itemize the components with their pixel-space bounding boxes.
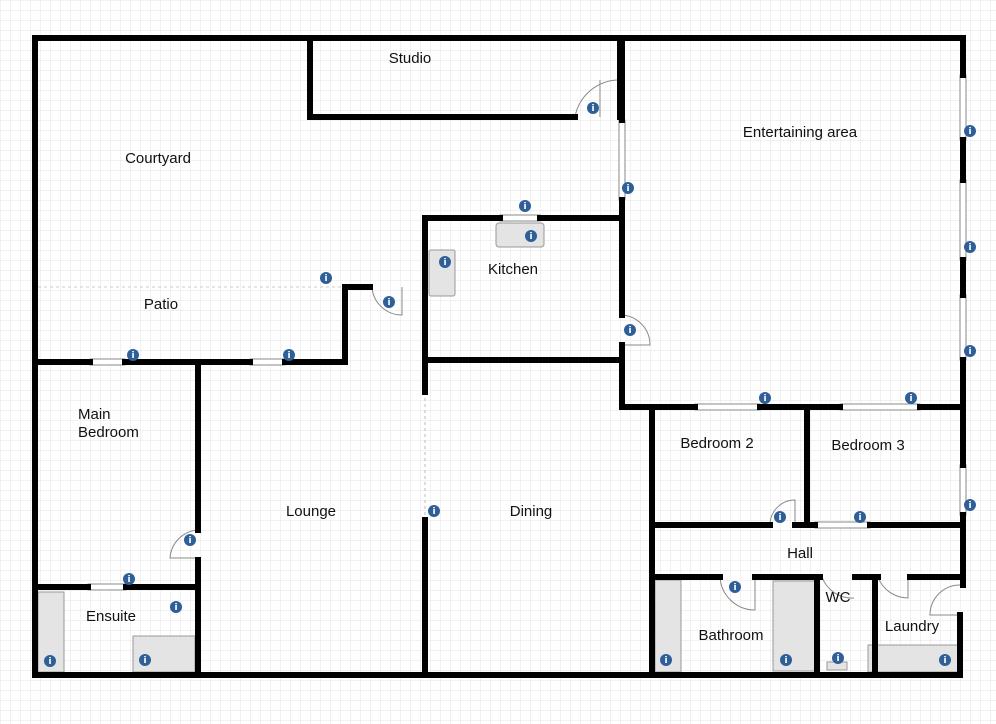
- svg-text:i: i: [48, 657, 51, 667]
- info-icon[interactable]: i: [283, 349, 295, 361]
- room-label-courtyard: Courtyard: [125, 150, 191, 167]
- info-icon[interactable]: i: [184, 534, 196, 546]
- svg-text:i: i: [733, 583, 736, 593]
- svg-text:i: i: [529, 232, 532, 242]
- doors: [38, 79, 961, 616]
- info-icon[interactable]: i: [439, 256, 451, 268]
- svg-text:i: i: [664, 656, 667, 666]
- svg-text:i: i: [858, 513, 861, 523]
- room-label-main-bedroom: Bedroom: [78, 424, 139, 441]
- svg-text:i: i: [591, 104, 594, 114]
- svg-text:i: i: [143, 656, 146, 666]
- info-icon[interactable]: i: [964, 125, 976, 137]
- info-icon[interactable]: i: [729, 581, 741, 593]
- room-label-patio: Patio: [144, 296, 178, 313]
- info-icon[interactable]: i: [759, 392, 771, 404]
- room-label-laundry: Laundry: [885, 618, 940, 635]
- room-label-bathroom: Bathroom: [698, 627, 763, 644]
- info-icon[interactable]: i: [939, 654, 951, 666]
- svg-text:i: i: [968, 243, 971, 253]
- svg-text:i: i: [188, 536, 191, 546]
- svg-text:i: i: [174, 603, 177, 613]
- info-icon[interactable]: i: [44, 655, 56, 667]
- svg-text:i: i: [968, 347, 971, 357]
- svg-text:i: i: [387, 298, 390, 308]
- svg-text:i: i: [324, 274, 327, 284]
- info-markers[interactable]: i i i i i i i i i i i i i i i i i i i i …: [44, 102, 976, 667]
- svg-text:i: i: [968, 127, 971, 137]
- info-icon[interactable]: i: [780, 654, 792, 666]
- info-icon[interactable]: i: [525, 230, 537, 242]
- svg-text:i: i: [626, 184, 629, 194]
- svg-text:i: i: [943, 656, 946, 666]
- svg-text:i: i: [131, 351, 134, 361]
- info-icon[interactable]: i: [170, 601, 182, 613]
- svg-text:i: i: [628, 326, 631, 336]
- svg-text:i: i: [763, 394, 766, 404]
- info-icon[interactable]: i: [964, 499, 976, 511]
- room-labels: Studio Entertaining area Courtyard Kitch…: [78, 50, 940, 644]
- bathtub: [132, 635, 196, 673]
- info-icon[interactable]: i: [624, 324, 636, 336]
- svg-text:i: i: [836, 654, 839, 664]
- room-label-main-bedroom: Main: [78, 406, 111, 423]
- svg-text:i: i: [432, 507, 435, 517]
- info-icon[interactable]: i: [123, 573, 135, 585]
- room-label-wc: WC: [826, 589, 851, 606]
- info-icon[interactable]: i: [428, 505, 440, 517]
- svg-text:i: i: [443, 258, 446, 268]
- info-icon[interactable]: i: [964, 345, 976, 357]
- shower: [772, 580, 816, 672]
- walls: [32, 35, 966, 678]
- room-label-hall: Hall: [787, 545, 813, 562]
- room-label-kitchen: Kitchen: [488, 261, 538, 278]
- svg-text:i: i: [287, 351, 290, 361]
- info-icon[interactable]: i: [660, 654, 672, 666]
- room-label-ensuite: Ensuite: [86, 608, 136, 625]
- room-label-entertaining: Entertaining area: [743, 124, 858, 141]
- room-label-bedroom-3: Bedroom 3: [831, 437, 904, 454]
- info-icon[interactable]: i: [622, 182, 634, 194]
- info-icon[interactable]: i: [127, 349, 139, 361]
- svg-text:i: i: [968, 501, 971, 511]
- info-icon[interactable]: i: [587, 102, 599, 114]
- info-icon[interactable]: i: [519, 200, 531, 212]
- svg-text:i: i: [523, 202, 526, 212]
- info-icon[interactable]: i: [964, 241, 976, 253]
- room-label-studio: Studio: [389, 50, 432, 67]
- svg-text:i: i: [127, 575, 130, 585]
- info-icon[interactable]: i: [383, 296, 395, 308]
- room-label-dining: Dining: [510, 503, 553, 520]
- info-icon[interactable]: i: [854, 511, 866, 523]
- info-icon[interactable]: i: [905, 392, 917, 404]
- room-label-lounge: Lounge: [286, 503, 336, 520]
- svg-text:i: i: [784, 656, 787, 666]
- info-icon[interactable]: i: [832, 652, 844, 664]
- info-icon[interactable]: i: [774, 511, 786, 523]
- svg-text:i: i: [909, 394, 912, 404]
- svg-text:i: i: [778, 513, 781, 523]
- room-label-bedroom-2: Bedroom 2: [680, 435, 753, 452]
- info-icon[interactable]: i: [139, 654, 151, 666]
- info-icon[interactable]: i: [320, 272, 332, 284]
